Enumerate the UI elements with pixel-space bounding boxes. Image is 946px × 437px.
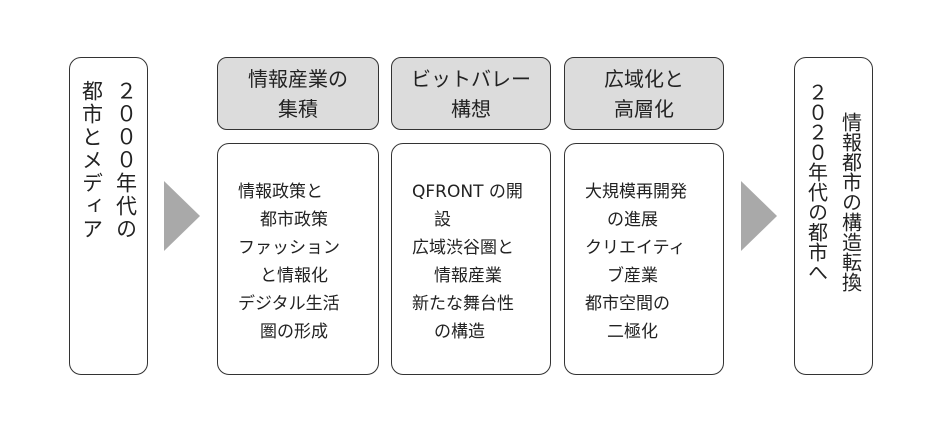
- column-1-item-2-line-2: と情報化: [260, 266, 328, 286]
- column-2-body: QFRONT の開 設 広域渋谷圏と 情報産業 新たな舞台性 の構造: [391, 143, 551, 375]
- column-1-item-2-line-1: ファッション: [238, 238, 340, 258]
- column-1-item-3-line-2: 圏の形成: [260, 322, 328, 342]
- column-3-item-3-line-2: 二極化: [607, 322, 658, 342]
- column-2-item-2: 広域渋谷圏と 情報産業: [412, 234, 550, 290]
- left-era-line-1: ２０００年代の: [113, 80, 138, 241]
- column-3-item-1: 大規模再開発 の進展: [585, 178, 723, 234]
- right-era-line-1: 情報都市の構造転換: [838, 112, 863, 292]
- left-era-line-2: 都市とメディア: [79, 80, 104, 241]
- column-1-body: 情報政策と 都市政策 ファッション と情報化 デジタル生活 圏の形成: [217, 143, 379, 375]
- column-1-item-1: 情報政策と 都市政策: [238, 178, 378, 234]
- column-2-header: ビットバレー 構想: [391, 57, 551, 130]
- column-2-header-line-1: ビットバレー: [411, 66, 531, 91]
- column-2-item-1-line-2: 設: [434, 210, 451, 230]
- right-era-box: 情報都市の構造転換 ２０２０年代の都市へ: [794, 57, 873, 375]
- column-3-header-line-1: 広域化と: [604, 66, 684, 91]
- right-era-line-2: ２０２０年代の都市へ: [804, 82, 829, 282]
- column-2-item-3: 新たな舞台性 の構造: [412, 290, 550, 346]
- column-2-header-line-2: 構想: [451, 96, 491, 121]
- column-3-item-2-line-2: ブ産業: [607, 266, 658, 286]
- column-1-header-line-2: 集積: [278, 96, 318, 121]
- column-1-item-1-line-1: 情報政策と: [238, 182, 323, 202]
- column-3-item-2: クリエイティ ブ産業: [585, 234, 723, 290]
- column-2-item-1: QFRONT の開 設: [412, 178, 550, 234]
- column-1-item-3: デジタル生活 圏の形成: [238, 290, 378, 346]
- column-1-header-line-1: 情報産業の: [248, 66, 348, 91]
- column-3-item-3-line-1: 都市空間の: [585, 294, 670, 314]
- column-3-item-1-line-2: の進展: [607, 210, 658, 230]
- right-arrow-icon: [741, 181, 777, 251]
- column-3-body: 大規模再開発 の進展 クリエイティ ブ産業 都市空間の 二極化: [564, 143, 724, 375]
- column-2-item-1-line-1: QFRONT の開: [412, 182, 523, 202]
- column-1-item-3-line-1: デジタル生活: [238, 294, 340, 314]
- column-2-item-3-line-2: の構造: [434, 322, 485, 342]
- column-2-item-2-line-2: 情報産業: [434, 266, 502, 286]
- column-3-item-3: 都市空間の 二極化: [585, 290, 723, 346]
- column-3-item-1-line-1: 大規模再開発: [585, 182, 687, 202]
- left-era-box: ２０００年代の 都市とメディア: [69, 57, 148, 375]
- column-1-header: 情報産業の 集積: [217, 57, 379, 130]
- column-3-header-line-2: 高層化: [614, 96, 674, 121]
- column-2-item-2-line-1: 広域渋谷圏と: [412, 238, 514, 258]
- left-arrow-icon: [164, 181, 200, 251]
- column-1-item-1-line-2: 都市政策: [260, 210, 328, 230]
- column-1-item-2: ファッション と情報化: [238, 234, 378, 290]
- column-3-header: 広域化と 高層化: [564, 57, 724, 130]
- column-3-item-2-line-1: クリエイティ: [585, 238, 686, 258]
- column-2-item-3-line-1: 新たな舞台性: [412, 294, 514, 314]
